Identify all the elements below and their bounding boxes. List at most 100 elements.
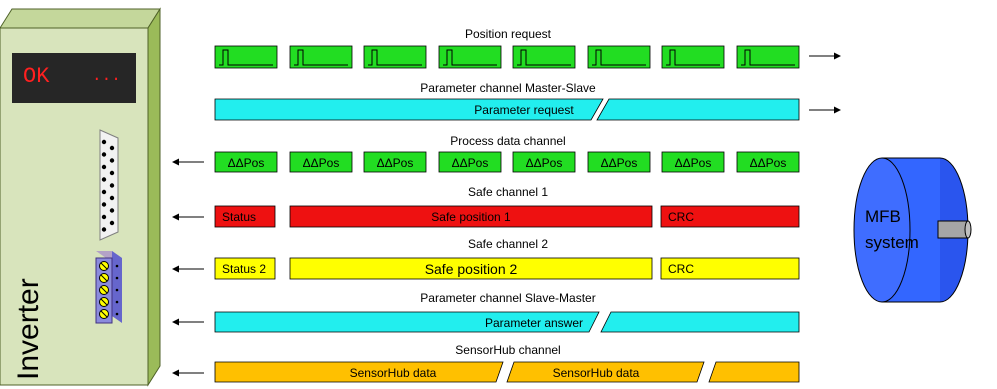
dsub-pin [101,164,107,170]
process-data-cell [736,151,800,173]
pulse-signal [517,49,571,66]
process-data-cell [438,151,502,173]
safe1-position-box [289,205,653,228]
safe1-status-label: Status [222,210,256,224]
inverter-display [12,53,136,103]
sensorhub-bar-1 [214,361,504,383]
process-data-cell-label: ΔΔPos [526,156,563,170]
process-data-cell-label: ΔΔPos [452,156,489,170]
inverter-side-face [147,7,161,387]
inverter-top-face [0,8,161,29]
dsub-pin [101,189,107,195]
dsub-pin [101,152,107,157]
process-data-cell-label: ΔΔPos [675,156,712,170]
position-request-title: Position request [465,27,552,41]
process-data-title: Process data channel [450,134,565,148]
safe1-status-box [214,205,276,228]
safe1-position-label: Safe position 1 [431,210,511,224]
process-data-cell-label: ΔΔPos [601,156,638,170]
position-request-frame [512,45,576,69]
direction-arrows [172,52,841,377]
position-request-frame [214,45,278,69]
safe2-position-label: Safe position 2 [425,261,518,277]
safe1-crc-label: CRC [668,210,694,224]
dsub-pin [109,195,115,201]
motor-front-face [853,157,911,303]
safe2-row: Status 2 Safe position 2 CRC [214,257,800,280]
mfb-motor-icon: MFB system [853,157,972,303]
motor-label-line2: system [865,233,919,252]
sensorhub-label-2: SensorHub data [553,366,640,380]
dsub-pin [109,220,115,226]
dsub-pin [109,170,115,176]
motor-shaft [937,220,969,239]
param-request-label: Parameter request [474,103,574,117]
position-request-frame [438,45,502,69]
process-data-cell [587,151,651,173]
process-data-cell [214,151,278,173]
safe2-status-label: Status 2 [222,262,266,276]
dsub-pin [101,227,107,232]
position-request-frame [289,45,353,69]
pulse-signal [666,49,720,66]
display-dots: ... [92,67,121,85]
param-ms-title: Parameter channel Master-Slave [420,81,596,95]
position-request-frame [661,45,725,69]
param-answer-bar-left [214,311,600,333]
safe2-title: Safe channel 2 [468,237,548,251]
safe2-crc-box [660,257,800,280]
dsub-connector-icon [99,129,119,241]
param-answer-label: Parameter answer [485,316,583,330]
position-request-frame [587,45,651,69]
pulse-signal [219,49,273,66]
param-request-bar-right [596,98,800,121]
dsub-pin [109,183,115,188]
position-request-row [214,45,800,69]
process-data-cell-label: ΔΔPos [228,156,265,170]
process-data-cell [661,151,725,173]
param-answer-row: Parameter answer [214,311,800,333]
process-data-cell [289,151,353,173]
pulse-signal [443,49,497,66]
sensorhub-bar-2 [506,361,705,383]
param-request-row: Parameter request [214,98,800,121]
safe1-title: Safe channel 1 [468,185,548,199]
inverter-label: Inverter [12,278,45,380]
position-request-frame [736,45,800,69]
dsub-pin [109,145,115,151]
pulse-signal [368,49,422,66]
position-request-frame [363,45,427,69]
process-data-cell-label: ΔΔPos [303,156,340,170]
sensorhub-row: SensorHub data SensorHub data [214,361,800,383]
sensorhub-title: SensorHub channel [455,343,560,357]
terminal-block-icon [95,251,122,324]
dsub-pin [109,158,115,163]
pulse-signal [592,49,646,66]
dsub-pin [101,214,107,220]
process-data-cell-label: ΔΔPos [750,156,787,170]
process-data-row: ΔΔPos ΔΔPos ΔΔPos ΔΔPos ΔΔPos ΔΔPos ΔΔPos ΔΔPos [214,151,800,173]
safe1-crc-box [660,205,800,228]
dsub-pin [101,177,107,182]
param-request-bar-left [214,98,604,121]
safe2-position-box [289,257,653,280]
sensorhub-bar-3 [708,361,800,383]
safe2-crc-label: CRC [668,262,694,276]
pulse-signal [741,49,795,66]
process-data-cell [363,151,427,173]
dsub-pin [109,208,115,213]
pulse-signal [294,49,348,66]
safe2-status-box [214,257,276,280]
display-ok-text: OK [23,64,50,89]
process-data-cell [512,151,576,173]
param-answer-bar-right [600,311,800,333]
param-sm-title: Parameter channel Slave-Master [420,291,595,305]
sensorhub-label-1: SensorHub data [350,366,437,380]
motor-label-line1: MFB [865,207,901,226]
inverter-device: OK ... Inverter [0,7,161,387]
dsub-pin [101,202,107,207]
dsub-pin [101,139,107,145]
process-data-cell-label: ΔΔPos [377,156,414,170]
safe1-row: Status Safe position 1 CRC [214,205,800,228]
